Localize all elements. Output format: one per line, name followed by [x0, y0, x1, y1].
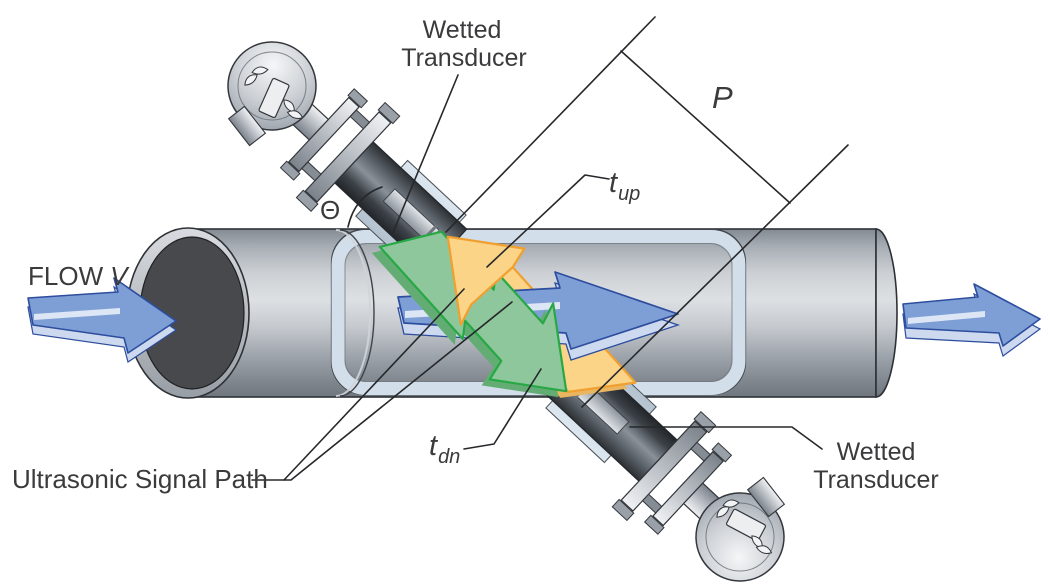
dimension-extension-line-upper	[445, 16, 656, 233]
wetted-transducer-top-label-line2: Transducer	[401, 44, 527, 72]
head-display	[258, 77, 290, 119]
flow-arrow-highlight	[908, 311, 985, 324]
t-dn-label: tdn	[429, 430, 460, 468]
flow-word: FLOW	[28, 261, 104, 291]
angle-theta-label: Θ	[320, 195, 340, 225]
flow-arrow-right	[902, 283, 1042, 357]
conduit-stub	[227, 105, 267, 147]
leader-wetted-transducer-bottom	[629, 426, 823, 450]
wetted-transducer-bottom-label-line1: Wetted	[837, 438, 916, 466]
conduit-stub	[746, 476, 786, 518]
dimension-line-path-length	[620, 50, 791, 204]
pipe-right-cap	[875, 228, 898, 398]
head-screw-icon	[722, 499, 740, 508]
pipe	[126, 227, 898, 399]
flange-bolt	[711, 442, 733, 463]
flow-arrow-highlight	[34, 308, 120, 320]
head-screw-icon	[251, 66, 269, 75]
head-lid-ring	[237, 51, 307, 121]
angle-arc	[347, 186, 383, 228]
leader-t-dn	[463, 368, 542, 450]
pipe-section-edge	[339, 229, 375, 397]
flow-arrow-left	[27, 277, 178, 363]
head-screw-icon	[755, 545, 773, 554]
leader-signal-path-2	[283, 301, 513, 481]
wetted-transducer-top-label-line1: Wetted	[423, 16, 502, 44]
leader-wetted-transducer-top	[391, 74, 459, 236]
wetted-transducer-bottom-label-line2: Transducer	[813, 466, 939, 494]
flange-bolt	[377, 101, 401, 125]
dimension-extension-line-lower	[581, 144, 849, 408]
upper-head-details	[227, 66, 304, 147]
head-display	[725, 508, 767, 542]
pipe-section-edge-highlight	[335, 229, 371, 397]
flange-bolt	[279, 160, 301, 181]
upstream-arrow-head	[446, 235, 526, 326]
t-up-label: tup	[609, 167, 640, 205]
ultrasonic-signal-path-label: Ultrasonic Signal Path	[12, 464, 268, 494]
head-screw-icon	[244, 74, 258, 86]
head-screw-icon	[286, 110, 304, 119]
flange-bolt	[611, 498, 635, 522]
path-length-label: P	[712, 80, 733, 115]
flange-bolt	[643, 514, 665, 535]
flange-plate	[304, 111, 392, 203]
head-lid-ring	[705, 502, 775, 572]
leader-t-up	[486, 174, 610, 268]
flange-bolt	[295, 189, 319, 212]
lower-head-details	[716, 476, 786, 554]
leader-lines	[251, 74, 823, 481]
dimension-lines	[445, 16, 849, 408]
flange-bolt	[347, 88, 369, 109]
flow-variable: V	[110, 261, 130, 291]
